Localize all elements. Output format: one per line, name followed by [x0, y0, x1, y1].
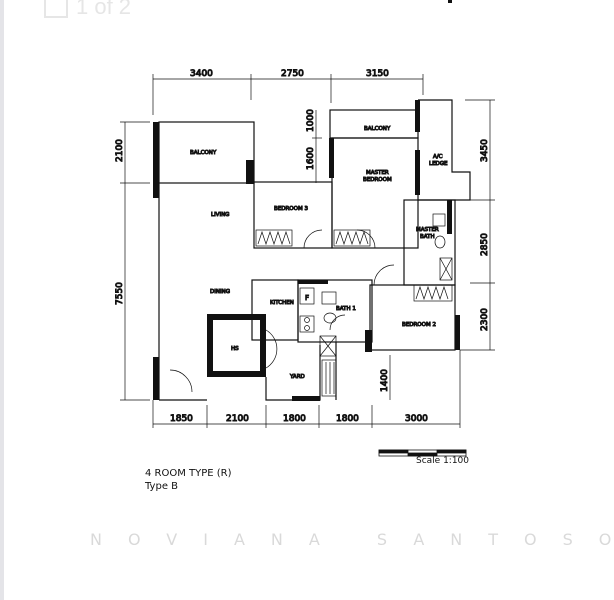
corner-mark	[448, 0, 452, 3]
plan-title: 4 ROOM TYPE (R)	[145, 468, 232, 479]
dim-right-2: 2850	[480, 233, 490, 256]
dim-top-2: 2750	[281, 69, 304, 79]
drying-rack	[321, 359, 337, 397]
master-basin-icon	[432, 213, 446, 227]
master-toilet-icon	[434, 235, 446, 249]
scale-bar	[378, 449, 467, 457]
page-indicator: 1 of 2	[44, 0, 131, 20]
fridge-label: F	[305, 294, 309, 302]
room-kitchen: KITCHEN	[270, 300, 294, 306]
fixtures	[299, 213, 453, 397]
dim-inner-1: 1000	[306, 109, 316, 132]
basin-icon	[321, 291, 337, 305]
room-bedroom-3: BEDROOM 3	[274, 206, 308, 212]
room-living: LIVING	[211, 212, 229, 218]
plan-subtitle: Type B	[145, 481, 179, 492]
dim-top-3: 3150	[366, 69, 389, 79]
toilet-icon	[323, 312, 337, 324]
dim-bottom-1: 1850	[170, 414, 193, 424]
room-dining: DINING	[210, 289, 230, 295]
room-bedroom-2: BEDROOM 2	[402, 322, 436, 328]
dim-left-2: 7550	[115, 282, 125, 305]
dimension-lines	[120, 74, 495, 428]
wardrobes	[255, 229, 453, 302]
dim-inner-2: 1600	[306, 147, 316, 170]
pages-icon	[44, 0, 68, 19]
scale-label: Scale 1:100	[416, 456, 470, 466]
walls	[158, 99, 471, 401]
room-balcony-living: BALCONY	[190, 150, 217, 156]
page-indicator-text: 1 of 2	[76, 0, 132, 19]
fridge	[299, 287, 315, 305]
dim-bottom-3: 1800	[283, 414, 306, 424]
door-swings	[169, 229, 395, 393]
room-balcony-master: BALCONY	[364, 126, 391, 132]
watermark: NOVIANA SANTOSO	[90, 530, 614, 549]
dim-inner-3: 1400	[380, 369, 390, 392]
room-bath-1: BATH 1	[336, 306, 356, 312]
room-hs: HS	[231, 346, 239, 352]
viewer-edge	[0, 0, 4, 600]
dim-right-3: 2300	[480, 308, 490, 331]
dim-top-1: 3400	[190, 69, 213, 79]
dim-bottom-5: 3000	[405, 414, 428, 424]
shaft-icon	[319, 335, 337, 357]
stove-icon	[299, 315, 315, 333]
dim-bottom-2: 2100	[226, 414, 249, 424]
room-yard: YARD	[289, 374, 305, 380]
dim-right-1: 3450	[480, 139, 490, 162]
dim-bottom-4: 1800	[336, 414, 359, 424]
dim-left-1: 2100	[115, 139, 125, 162]
thick-walls	[153, 100, 460, 401]
